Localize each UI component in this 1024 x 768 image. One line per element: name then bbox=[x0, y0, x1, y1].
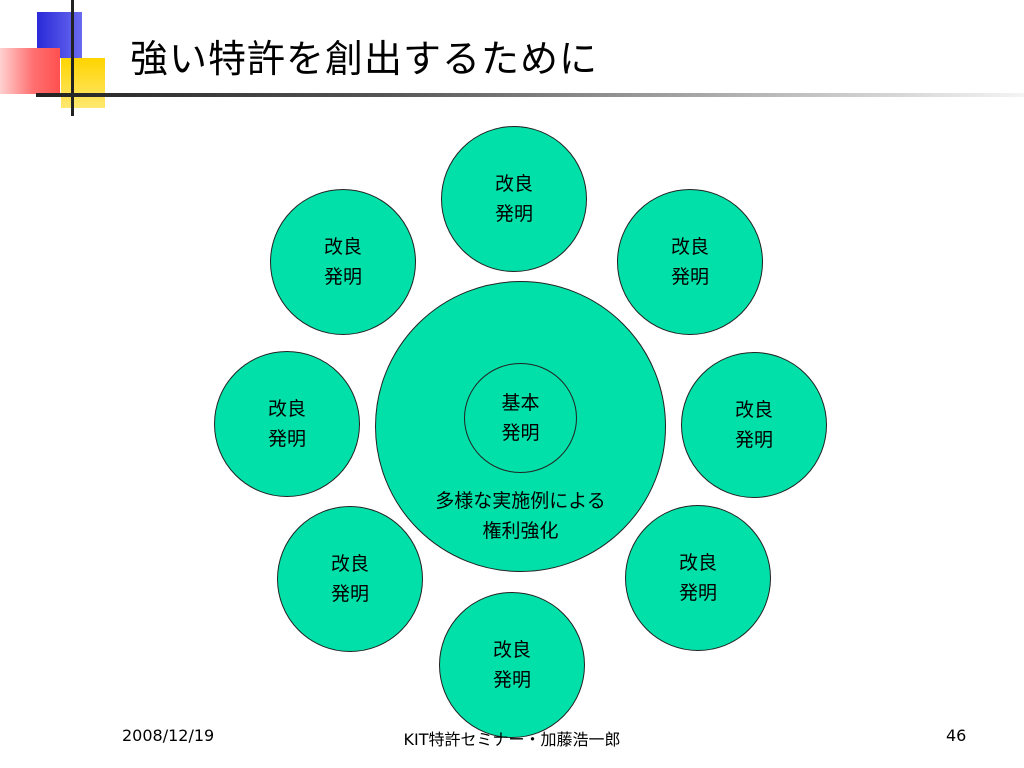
improvement-circle-left: 改良 発明 bbox=[214, 351, 360, 497]
improvement-circle-top-right: 改良 発明 bbox=[617, 189, 763, 335]
basic-invention-circle: 基本 発明 bbox=[464, 363, 577, 473]
improvement-circle-bottom-left: 改良 発明 bbox=[277, 506, 423, 652]
improvement-label: 改良 発明 bbox=[330, 553, 369, 605]
improvement-circle-bottom-right: 改良 発明 bbox=[625, 505, 771, 651]
footer-date: 2008/12/19 bbox=[122, 726, 215, 745]
decorative-red-square bbox=[0, 48, 60, 94]
improvement-label: 改良 発明 bbox=[323, 236, 362, 288]
improvement-label: 改良 発明 bbox=[494, 173, 533, 225]
decorative-vertical-line bbox=[71, 0, 74, 116]
footer-presenter: KIT特許セミナー・加藤浩一郎 bbox=[403, 730, 621, 749]
rights-strengthening-label: 多様な実施例による 権利強化 bbox=[435, 490, 606, 542]
page-number: 46 bbox=[946, 726, 967, 745]
improvement-label: 改良 発明 bbox=[267, 398, 306, 450]
improvement-circle-bottom: 改良 発明 bbox=[439, 592, 585, 738]
title-underline-rule bbox=[36, 93, 1024, 97]
improvement-label: 改良 発明 bbox=[734, 399, 773, 451]
improvement-label: 改良 発明 bbox=[492, 639, 531, 691]
improvement-circle-top: 改良 発明 bbox=[441, 126, 587, 272]
slide-title: 強い特許を創出するために bbox=[130, 37, 599, 81]
improvement-circle-top-left: 改良 発明 bbox=[270, 189, 416, 335]
basic-invention-label: 基本 発明 bbox=[501, 392, 540, 444]
decorative-yellow-square bbox=[61, 58, 105, 108]
improvement-label: 改良 発明 bbox=[670, 236, 709, 288]
improvement-circle-right: 改良 発明 bbox=[681, 352, 827, 498]
improvement-label: 改良 発明 bbox=[678, 552, 717, 604]
